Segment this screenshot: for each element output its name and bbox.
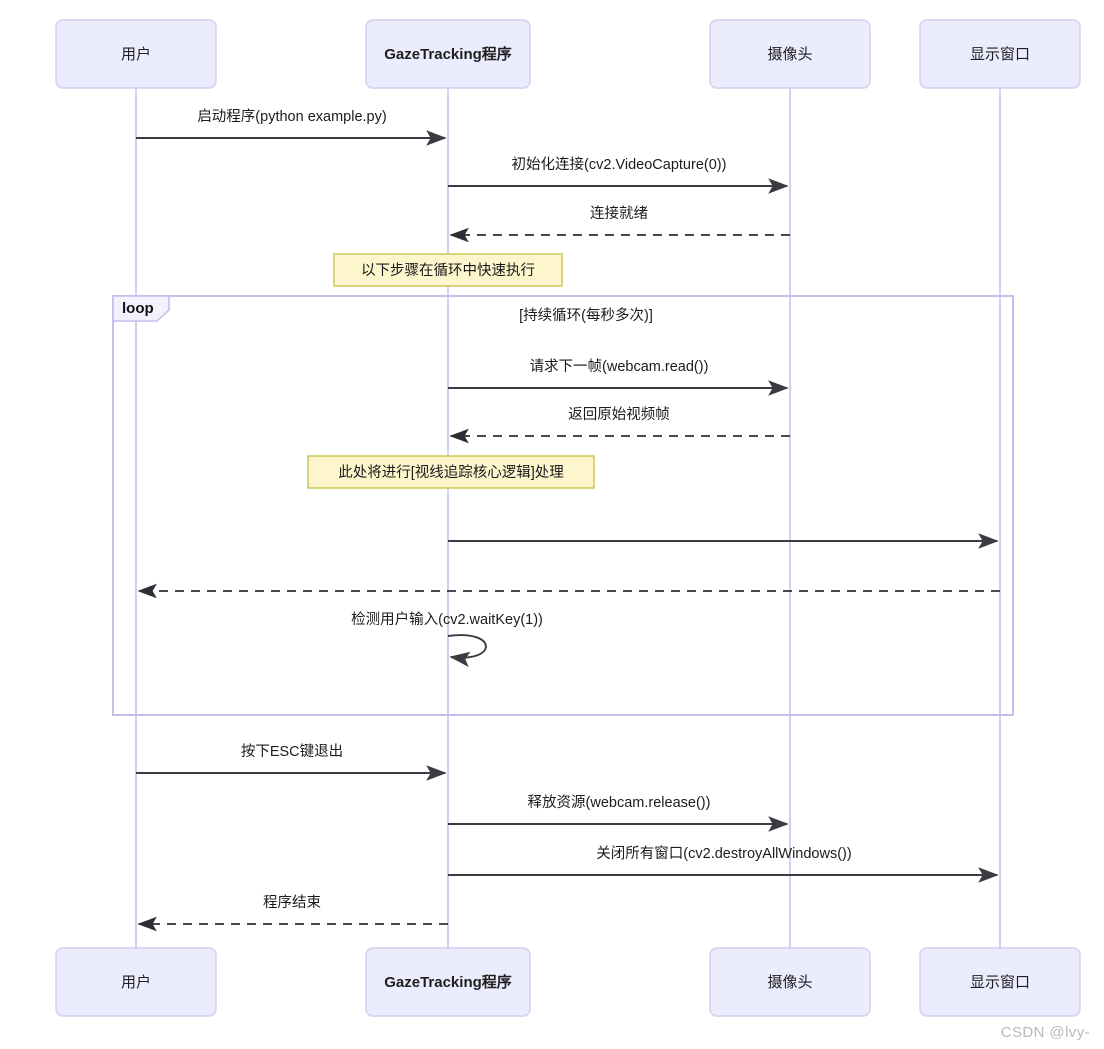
message-label: 启动程序(python example.py) <box>197 108 386 125</box>
message-label: 连接就绪 <box>590 205 648 222</box>
participant-label: GazeTracking程序 <box>384 45 512 63</box>
participant-box-camera-bottom[interactable]: 摄像头 <box>709 947 871 1017</box>
participant-label: 用户 <box>121 974 151 991</box>
message-label: 按下ESC键退出 <box>241 743 343 760</box>
message-9[interactable]: 按下ESC键退出 <box>136 743 447 781</box>
message-12[interactable]: 程序结束 <box>137 894 448 932</box>
note-text: 以下步骤在循环中快速执行 <box>361 262 535 279</box>
participant-box-gaze-top[interactable]: GazeTracking程序 <box>365 19 531 89</box>
participant-rect <box>365 947 531 1017</box>
message-self-loop-path <box>447 634 487 668</box>
participant-rect <box>365 19 531 89</box>
message-10[interactable]: 释放资源(webcam.release()) <box>448 794 789 832</box>
participant-label: 用户 <box>121 46 151 63</box>
participant-box-camera-top[interactable]: 摄像头 <box>709 19 871 89</box>
note-rect <box>333 253 563 287</box>
participant-box-window-top[interactable]: 显示窗口 <box>919 19 1081 89</box>
message-11[interactable]: 关闭所有窗口(cv2.destroyAllWindows()) <box>448 844 999 883</box>
participant-box-gaze-bottom[interactable]: GazeTracking程序 <box>365 947 531 1017</box>
note-note-loop-speed: 以下步骤在循环中快速执行 <box>333 253 563 287</box>
message-4[interactable]: 请求下一帧(webcam.read()) <box>448 358 789 396</box>
loop-fragment: loop [持续循环(每秒多次)] <box>112 295 1014 716</box>
participant-box-user-top[interactable]: 用户 <box>55 19 217 89</box>
participant-label: GazeTracking程序 <box>384 973 512 991</box>
message-1[interactable]: 启动程序(python example.py) <box>136 108 447 146</box>
loop-tag-label: loop <box>122 300 154 317</box>
participant-label: 显示窗口 <box>970 45 1030 63</box>
participant-rect <box>919 19 1081 89</box>
participant-rect <box>55 19 217 89</box>
participants-group: 用户用户GazeTracking程序GazeTracking程序摄像头摄像头显示… <box>55 19 1081 1017</box>
participant-label: 摄像头 <box>767 974 812 991</box>
participant-box-window-bottom[interactable]: 显示窗口 <box>919 947 1081 1017</box>
loop-frame-rect <box>112 295 1014 716</box>
message-label: 程序结束 <box>263 894 321 911</box>
message-label: 初始化连接(cv2.VideoCapture(0)) <box>512 156 727 173</box>
message-label: 请求下一帧(webcam.read()) <box>530 358 709 375</box>
watermark-label: CSDN @lvy- <box>1000 1024 1090 1041</box>
loop-tag-shape <box>112 295 170 322</box>
participant-rect <box>919 947 1081 1017</box>
participant-rect <box>709 19 871 89</box>
note-note-core-logic: 此处将进行[视线追踪核心逻辑]处理 <box>307 455 595 489</box>
message-label: 关闭所有窗口(cv2.destroyAllWindows()) <box>596 844 851 862</box>
message-label: 返回原始视频帧 <box>568 406 670 423</box>
participant-label: 显示窗口 <box>970 973 1030 991</box>
loop-fragment-group: loop [持续循环(每秒多次)] <box>112 295 1014 716</box>
message-8[interactable]: 检测用户输入(cv2.waitKey(1)) <box>351 611 543 668</box>
message-label: 检测用户输入(cv2.waitKey(1)) <box>351 611 543 628</box>
participant-label: 摄像头 <box>767 46 812 63</box>
message-5[interactable]: 返回原始视频帧 <box>449 406 790 444</box>
participant-rect <box>55 947 217 1017</box>
message-3[interactable]: 连接就绪 <box>449 205 790 243</box>
message-2[interactable]: 初始化连接(cv2.VideoCapture(0)) <box>448 156 789 194</box>
participant-rect <box>709 947 871 1017</box>
messages-group: 启动程序(python example.py) 初始化连接(cv2.VideoCa… <box>136 108 1000 932</box>
lifelines-group <box>135 88 1001 948</box>
loop-condition-label: [持续循环(每秒多次)] <box>519 307 653 324</box>
note-rect <box>307 455 595 489</box>
note-text: 此处将进行[视线追踪核心逻辑]处理 <box>338 464 564 481</box>
message-label: 释放资源(webcam.release()) <box>528 794 711 811</box>
participant-box-user-bottom[interactable]: 用户 <box>55 947 217 1017</box>
